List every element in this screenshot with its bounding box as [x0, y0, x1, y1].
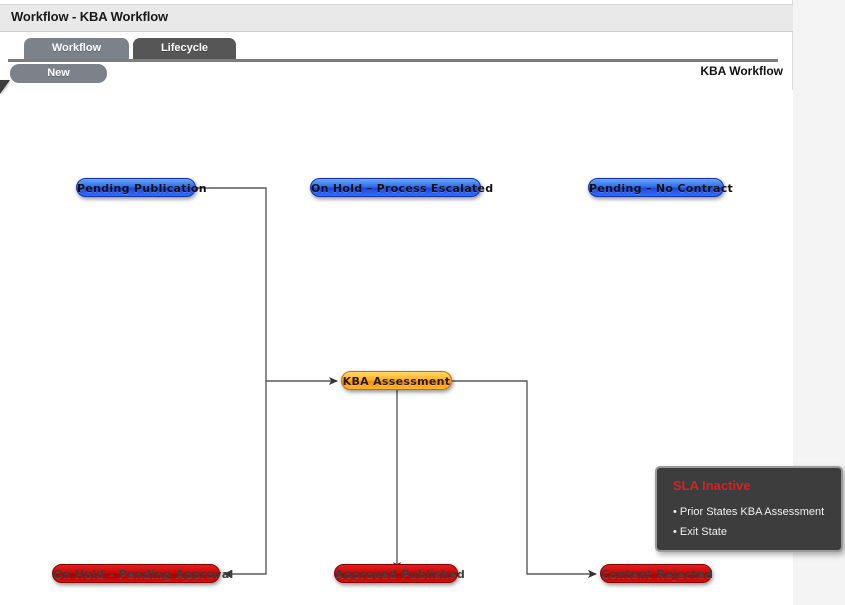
toolbar: New KBA Workflow: [0, 62, 793, 88]
workflow-name-label: KBA Workflow: [700, 64, 783, 78]
diagram-edges-layer: [196, 187, 597, 578]
window-title-bar: Workflow - KBA Workflow: [0, 4, 793, 32]
state-node-label: Pending Publication: [77, 182, 207, 195]
state-info-tooltip: SLA Inactive • Prior States KBA Assessme…: [655, 466, 843, 552]
edge-branch-to-on-hold-pending-approval[interactable]: [223, 381, 267, 578]
tooltip-line-prior-states: • Prior States KBA Assessment: [673, 506, 825, 518]
tooltip-line-exit-state: • Exit State: [673, 526, 727, 538]
state-node-content-rejected[interactable]: Content Rejected: [600, 564, 714, 583]
edge-kba-to-content-rejected[interactable]: [452, 380, 597, 578]
state-node-label: On Hold – Process Escalated: [311, 182, 494, 195]
state-node-on-hold-process-escalated[interactable]: On Hold – Process Escalated: [310, 178, 493, 197]
page-title: Workflow - KBA Workflow: [11, 9, 169, 24]
tab-lifecycle[interactable]: Lifecycle: [133, 38, 236, 59]
state-node-label: KBA Assessment: [342, 375, 451, 388]
state-node-pending-no-contract[interactable]: Pending – No Contract: [588, 178, 733, 197]
edge-pending-publication-to-kba[interactable]: [196, 187, 338, 385]
state-node-pending-publication[interactable]: Pending Publication: [76, 178, 207, 197]
tab-strip: Workflow Lifecycle: [0, 36, 793, 62]
tooltip-tail-icon: [0, 80, 10, 94]
new-button[interactable]: New: [10, 64, 107, 83]
application-panel: Workflow - KBA Workflow Workflow Lifecyc…: [0, 0, 793, 605]
state-node-label: On Hold – Pending Approval: [53, 568, 234, 581]
state-node-label: Approved Published: [335, 568, 465, 581]
state-node-kba-assessment[interactable]: KBA Assessment: [341, 371, 452, 390]
state-node-approved-published[interactable]: Approved Published: [334, 564, 465, 583]
tab-workflow[interactable]: Workflow: [24, 38, 129, 59]
tooltip-title: SLA Inactive: [673, 478, 751, 493]
state-node-label: Content Rejected: [601, 568, 714, 581]
state-node-on-hold-pending-approval[interactable]: On Hold – Pending Approval: [52, 564, 233, 583]
tab-strip-underline: [8, 59, 778, 62]
state-node-label: Pending – No Contract: [589, 182, 734, 195]
